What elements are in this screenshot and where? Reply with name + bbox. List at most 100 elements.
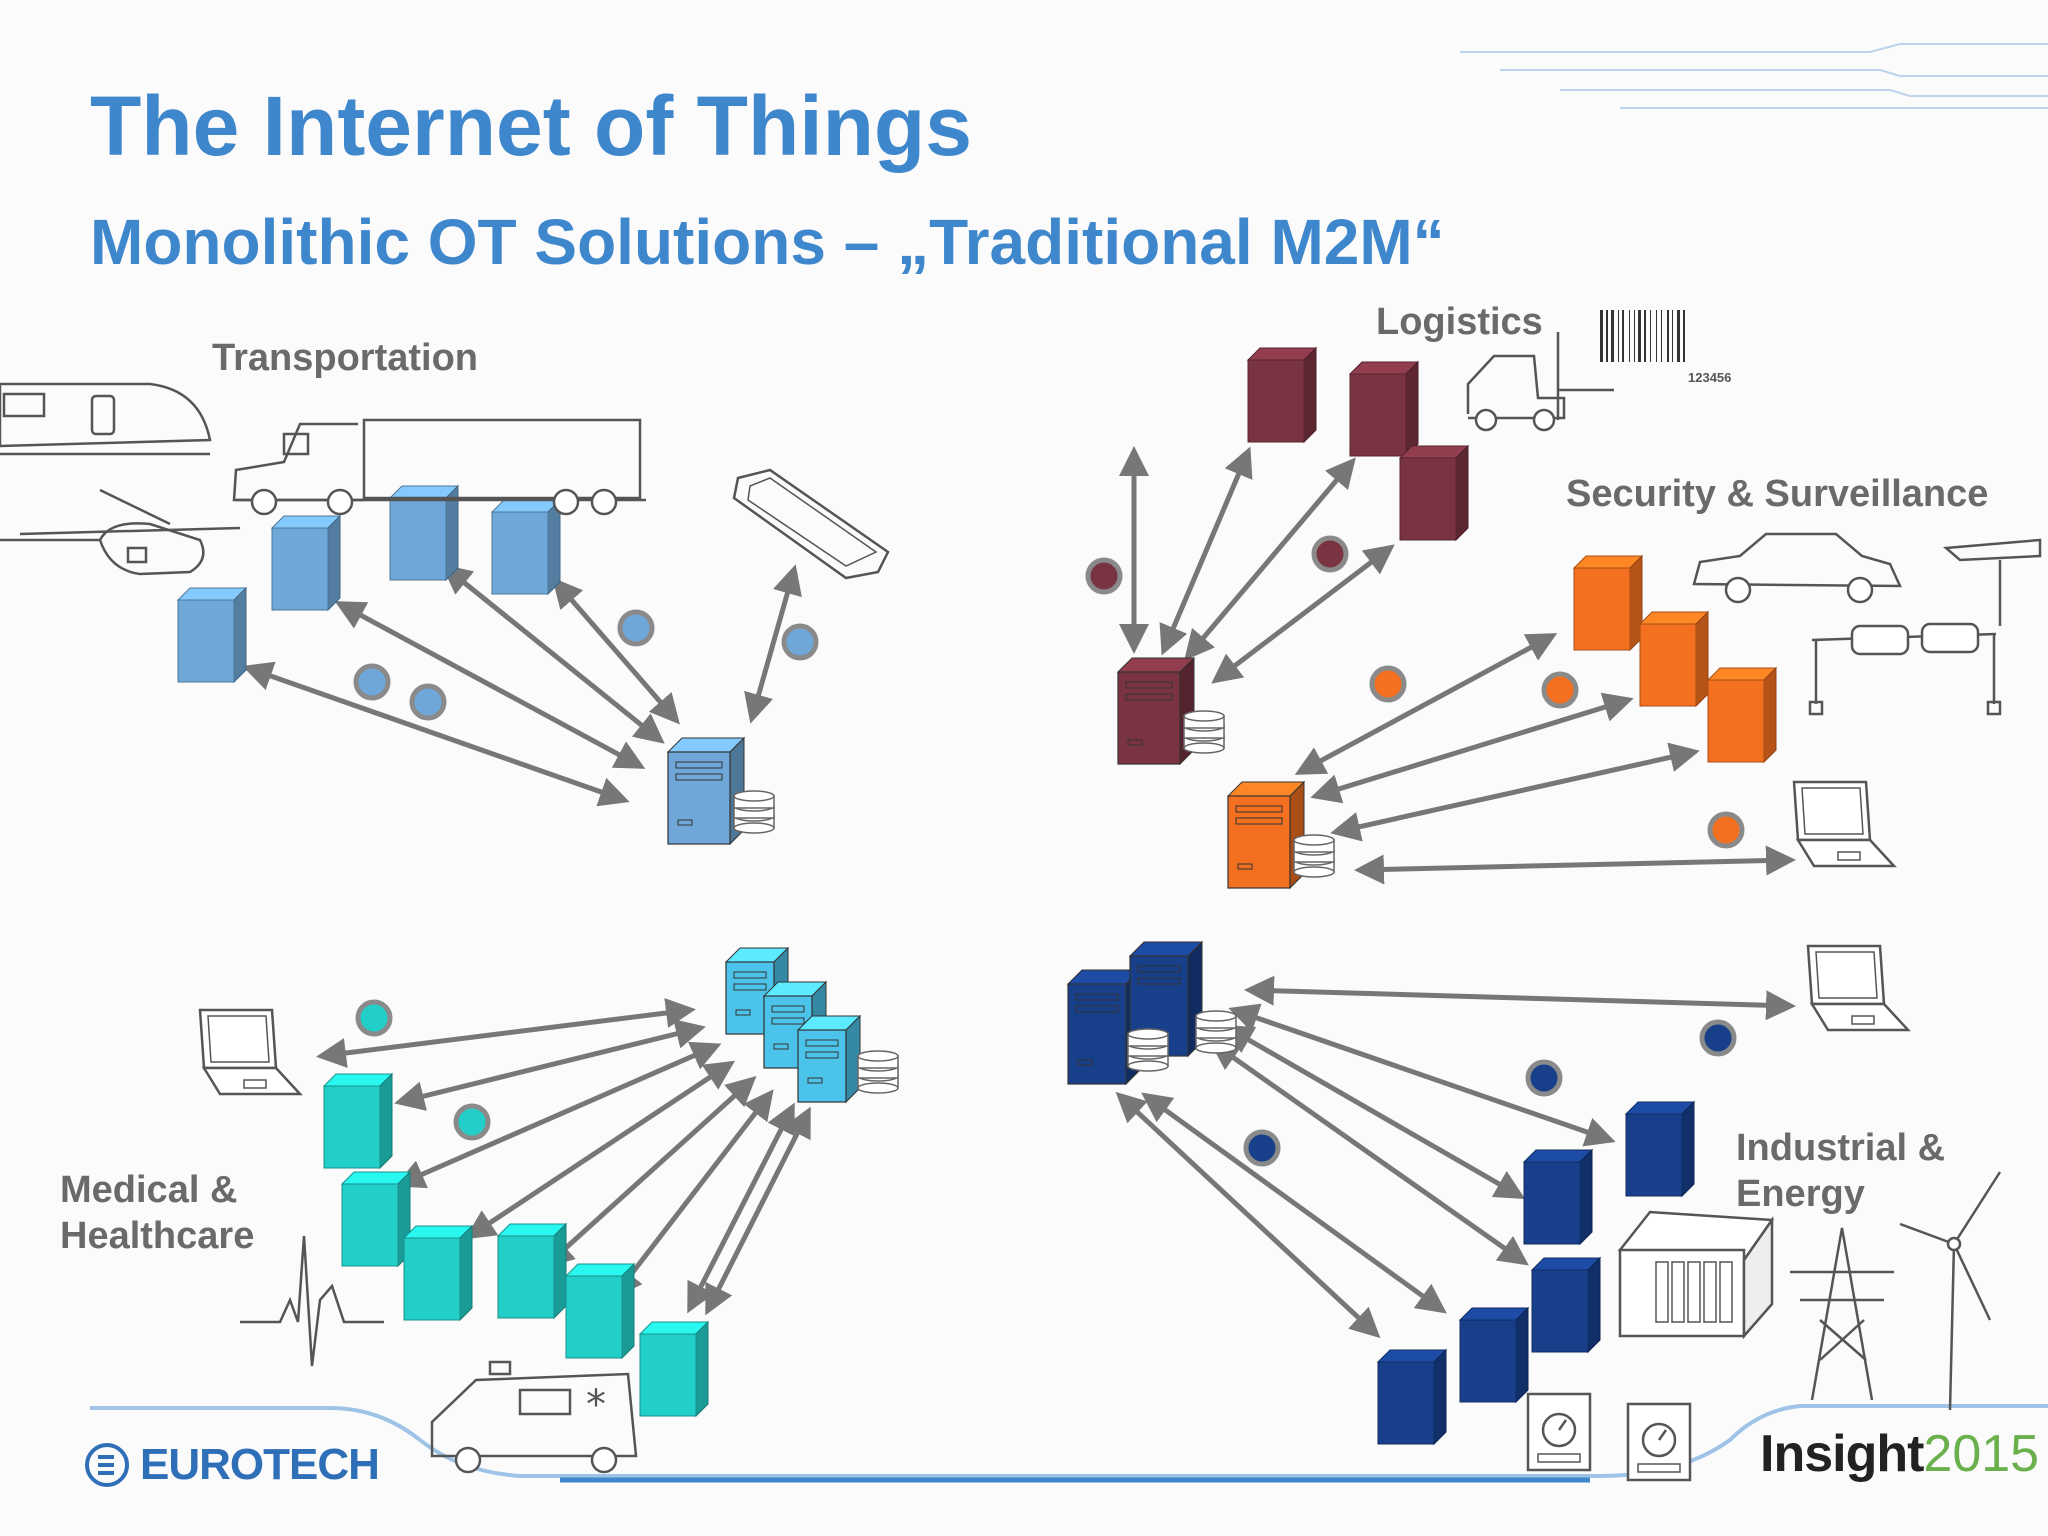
svg-text:*: * <box>586 1382 606 1428</box>
dots-layer <box>353 535 1745 1167</box>
device-box <box>496 1222 568 1320</box>
slide-title: The Internet of Things <box>90 79 972 173</box>
label-line: Medical & <box>60 1169 238 1211</box>
label-line: Security & Surveillance <box>1566 473 1989 515</box>
data-dot <box>355 999 393 1037</box>
device-box <box>1572 554 1644 652</box>
data-dot <box>617 609 655 647</box>
device-box <box>1530 1256 1602 1354</box>
data-dot <box>1707 811 1745 849</box>
arrows-layer <box>242 446 1796 1339</box>
bidirectional-arrow <box>464 1060 736 1240</box>
label-security: Security & Surveillance <box>1566 472 1988 518</box>
device-box <box>1638 610 1710 708</box>
device-box <box>1246 346 1318 444</box>
controller-box-icon <box>1617 1210 1775 1340</box>
footer-line <box>90 1404 2048 1483</box>
data-dot <box>781 623 819 661</box>
surveillance-camera-icon <box>1942 538 2042 626</box>
helicopter-icon <box>0 488 241 576</box>
gate-icon <box>1808 622 2002 716</box>
meter-icon <box>1626 1402 1692 1482</box>
forklift-icon <box>1466 332 1614 432</box>
bidirectional-arrow <box>1294 633 1558 775</box>
slide-subtitle: Monolithic OT Solutions – „Traditional M… <box>90 206 1445 278</box>
bidirectional-arrow <box>687 1102 795 1314</box>
logistics-server <box>1116 656 1225 766</box>
device-box <box>322 1072 394 1170</box>
smartphone-icon <box>732 468 890 580</box>
data-dot <box>1699 1019 1737 1057</box>
device-box <box>490 498 562 596</box>
label-line: Industrial & <box>1736 1127 1946 1169</box>
label-line: Energy <box>1736 1172 1865 1215</box>
device-box <box>1348 360 1420 458</box>
icons-layer: * <box>0 332 2042 1482</box>
label-line: Transportation <box>212 337 479 379</box>
train-icon <box>0 382 212 456</box>
eurotech-wordmark: EUROTECH <box>140 1440 380 1489</box>
medical-server-tower <box>796 1014 862 1104</box>
data-dot <box>409 683 447 721</box>
data-dot <box>1085 557 1123 595</box>
barcode-number: 123456 <box>1688 370 1732 385</box>
bidirectional-arrow <box>1244 975 1796 1021</box>
bidirectional-arrow <box>552 577 680 725</box>
device-box <box>176 586 248 684</box>
laptop-icon <box>198 1008 303 1096</box>
bidirectional-arrow <box>1159 446 1253 656</box>
device-box <box>388 484 460 582</box>
label-line: Healthcare <box>60 1214 255 1257</box>
label-industrial: Industrial & Energy <box>1736 1126 1945 1217</box>
bidirectional-arrow <box>1354 845 1796 885</box>
wind-turbine-icon <box>1899 1171 2002 1411</box>
laptop-icon <box>1806 944 1911 1032</box>
bidirectional-arrow <box>1222 1025 1526 1199</box>
label-line: Logistics <box>1376 301 1543 343</box>
decor-lines <box>1460 43 2048 109</box>
ambulance-icon: * <box>430 1360 638 1474</box>
data-dot <box>1541 671 1579 709</box>
data-dot <box>1243 1129 1281 1167</box>
label-logistics: Logistics <box>1376 300 1543 346</box>
bidirectional-arrow <box>1330 742 1700 842</box>
device-box <box>1376 1348 1448 1446</box>
data-dot <box>1525 1059 1563 1097</box>
laptop-icon <box>1792 780 1897 868</box>
label-transportation: Transportation <box>212 336 478 382</box>
device-box <box>1624 1100 1696 1198</box>
data-dot <box>453 1103 491 1141</box>
barcode-icon <box>1600 310 1685 362</box>
data-dot <box>1369 665 1407 703</box>
insight-word: Insight <box>1760 1425 1924 1483</box>
eurotech-e-icon <box>85 1443 129 1487</box>
data-dot <box>353 663 391 701</box>
insight-year: 2015 <box>1923 1425 2040 1483</box>
device-box <box>402 1224 474 1322</box>
bidirectional-arrow <box>394 1041 722 1189</box>
device-box <box>1458 1306 1530 1404</box>
car-icon <box>1692 532 1902 604</box>
eurotech-logo: EUROTECH <box>84 1440 380 1490</box>
device-box <box>564 1262 636 1360</box>
device-box <box>270 514 342 612</box>
truck-icon <box>232 418 646 516</box>
bidirectional-arrow <box>1310 692 1634 804</box>
device-box <box>1522 1148 1594 1246</box>
bidirectional-arrow <box>705 1106 811 1316</box>
security-server <box>1226 780 1335 890</box>
devices-layer <box>176 310 1778 1446</box>
device-box <box>1706 666 1778 764</box>
bidirectional-arrow <box>441 564 665 744</box>
label-medical: Medical & Healthcare <box>60 1168 254 1259</box>
insight-logo: Insight2015 <box>1760 1424 2039 1484</box>
ecg-icon <box>240 1235 384 1367</box>
device-box <box>340 1170 412 1268</box>
power-pylon-icon <box>1790 1227 1894 1401</box>
data-dot <box>1311 535 1349 573</box>
device-box <box>1398 444 1470 542</box>
bidirectional-arrow <box>744 564 802 724</box>
bidirectional-arrow <box>1115 1091 1381 1339</box>
